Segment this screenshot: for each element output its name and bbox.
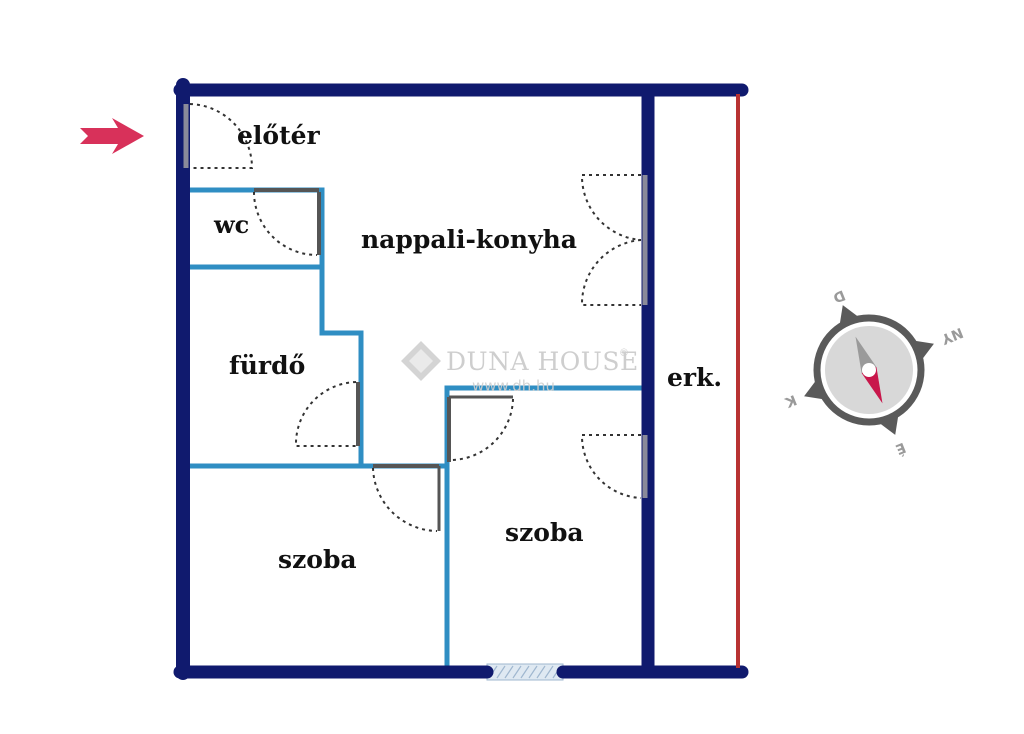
compass-north: É [893, 439, 908, 458]
compass-south: D [831, 286, 848, 305]
balcony-double-door [580, 174, 648, 306]
room-label-szoba-left: szoba [278, 545, 357, 574]
watermark-brand: DUNA HOUSE [446, 347, 639, 376]
room-label-szoba-right: szoba [505, 518, 584, 547]
compass-icon: D É NY K [782, 286, 966, 458]
entrance-arrow-icon [80, 118, 144, 154]
compass-west: NY [938, 324, 965, 347]
left-bedroom-door [372, 464, 441, 532]
floor-area [183, 90, 739, 672]
bedroom-balcony-door [580, 434, 648, 499]
room-label-furdo: fürdő [229, 351, 305, 380]
bathroom-door [294, 381, 360, 447]
outer-walls [173, 78, 749, 680]
doors [183, 103, 648, 532]
duna-house-logo-icon [401, 341, 441, 381]
watermark: DUNA HOUSE ® www.dh.hu [401, 341, 639, 395]
watermark-registered: ® [619, 348, 629, 359]
compass-east: K [782, 391, 799, 410]
room-label-erkely: erk. [667, 363, 722, 392]
room-label-wc: wc [213, 210, 249, 239]
window [486, 663, 564, 681]
room-label-nappali: nappali-konyha [361, 225, 577, 254]
room-label-eloter: előtér [237, 121, 321, 150]
entrance-door [183, 103, 254, 169]
right-bedroom-door [447, 395, 514, 462]
watermark-url: www.dh.hu [472, 377, 555, 395]
wc-door [253, 188, 321, 256]
